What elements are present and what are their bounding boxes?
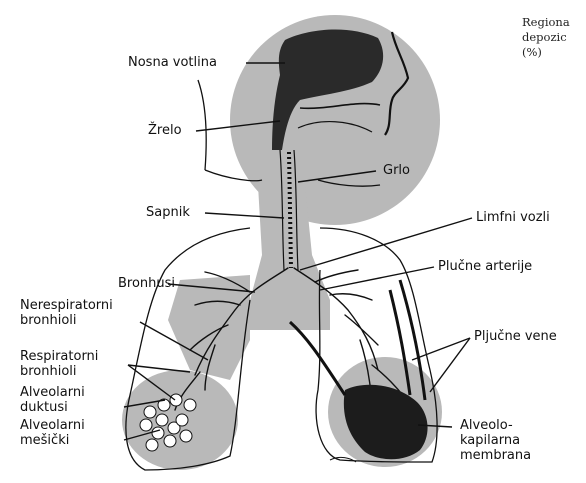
label-mesicki-line2: mešički bbox=[20, 433, 85, 448]
label-respiratorni-bronhioli: Respiratorni bronhioli bbox=[20, 349, 98, 379]
pulmonary-vein-1 bbox=[290, 322, 345, 395]
alveolus bbox=[146, 439, 158, 451]
regional-deposition-header: Regiona depozic (%) bbox=[522, 15, 570, 60]
header-line-3: (%) bbox=[522, 45, 542, 59]
alveolus bbox=[180, 430, 192, 442]
header-line-1: Regiona bbox=[522, 15, 570, 29]
label-membrana-line1: Alveolo- bbox=[460, 418, 531, 433]
label-nerespiratorni-line2: bronhioli bbox=[20, 313, 113, 328]
alveolus bbox=[144, 406, 156, 418]
label-duktusi-line1: Alveolarni bbox=[20, 385, 85, 400]
label-plucne-arterije: Plučne arterije bbox=[438, 259, 532, 274]
alveolus bbox=[152, 427, 164, 439]
leader-plucne-arterije bbox=[320, 267, 434, 290]
label-pljucne-vene: Pljučne vene bbox=[474, 329, 557, 344]
label-membrana-line2: kapilarna bbox=[460, 433, 531, 448]
label-respiratorni-line2: bronhioli bbox=[20, 364, 98, 379]
neck-left bbox=[198, 80, 206, 170]
label-bronhusi: Bronhusi bbox=[118, 276, 175, 291]
alveolus bbox=[140, 419, 152, 431]
label-alveolarni-mesicki: Alveolarni mešički bbox=[20, 418, 85, 448]
header-line-2: depozic bbox=[522, 30, 567, 44]
alveolus bbox=[164, 435, 176, 447]
right-branch-3 bbox=[345, 315, 378, 345]
label-grlo: Grlo bbox=[383, 163, 410, 178]
leader-respiratorni-b bbox=[128, 365, 190, 372]
label-respiratorni-line1: Respiratorni bbox=[20, 349, 98, 364]
alveolus bbox=[176, 414, 188, 426]
alveolus bbox=[156, 414, 168, 426]
label-nosna-votlina: Nosna votlina bbox=[128, 55, 217, 70]
label-membrana-line3: membrana bbox=[460, 448, 531, 463]
label-zrelo: Žrelo bbox=[148, 123, 182, 138]
label-duktusi-line2: duktusi bbox=[20, 400, 85, 415]
label-nerespiratorni-bronhioli: Nerespiratorni bronhioli bbox=[20, 298, 113, 328]
label-sapnik: Sapnik bbox=[146, 205, 190, 220]
label-mesicki-line1: Alveolarni bbox=[20, 418, 85, 433]
label-alveolarni-duktusi: Alveolarni duktusi bbox=[20, 385, 85, 415]
label-nerespiratorni-line1: Nerespiratorni bbox=[20, 298, 113, 313]
alveolus bbox=[170, 394, 182, 406]
label-alveolo-kapilarna-membrana: Alveolo- kapilarna membrana bbox=[460, 418, 531, 463]
alveolus bbox=[184, 399, 196, 411]
label-limfni-vozli: Limfni vozli bbox=[476, 210, 550, 225]
